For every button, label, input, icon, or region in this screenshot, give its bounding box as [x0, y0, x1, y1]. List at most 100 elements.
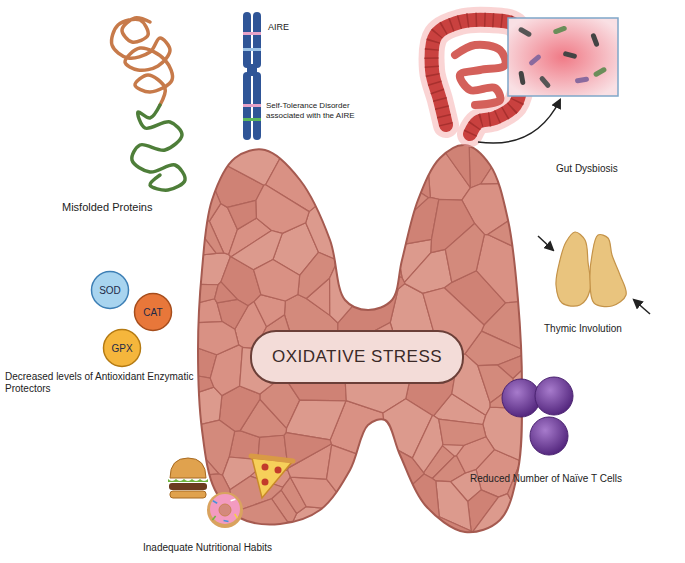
enzyme-name: CAT [143, 307, 162, 318]
thyroid-lobule [488, 203, 535, 257]
thyroid-lobule [404, 249, 451, 293]
pepperoni [275, 467, 282, 474]
thyroid-lobule [404, 130, 430, 198]
central-concept-box: OXIDATIVE STRESS [250, 330, 464, 384]
thyroid-lobule [227, 200, 256, 229]
misfolded-protein-icon [112, 18, 186, 190]
sprinkle [223, 520, 228, 522]
thyroid-lobule [412, 415, 443, 472]
t-cell [502, 379, 540, 417]
factor-label: Decreased levels of Antioxidant Enzymati… [5, 371, 200, 395]
involution-arrow [634, 300, 650, 314]
thyroid-lobule [476, 234, 535, 303]
protein-strand [112, 18, 173, 105]
factor-label: Misfolded Proteins [62, 201, 153, 214]
enzyme-circle: GPX [102, 328, 142, 368]
thyroid-lobule [185, 137, 221, 222]
donut-icing [210, 494, 240, 524]
t-cell-icon [502, 377, 573, 455]
pepperoni [262, 479, 269, 486]
bacterium [518, 26, 533, 37]
thyroid-lobule [445, 223, 484, 282]
bacterium [575, 76, 590, 83]
pizza-slice [252, 458, 292, 498]
inset-frame [508, 18, 618, 96]
t-cell [535, 377, 573, 415]
bacterium [593, 66, 608, 77]
donut [207, 492, 243, 528]
bacterium [590, 33, 599, 48]
thyroid-lobule [185, 322, 239, 355]
thyroid-lobule [254, 260, 300, 301]
thymus-lobe [556, 232, 591, 306]
chromosome-band [243, 48, 261, 51]
thyroid-lobule [185, 284, 218, 306]
centromere [247, 64, 257, 76]
chromatid [253, 12, 261, 68]
factor-label: Inadequate Nutritional Habits [143, 542, 272, 554]
enzyme-name: GPX [111, 343, 132, 354]
thyroid-lobule [439, 419, 486, 445]
concept-text: OXIDATIVE STRESS [272, 347, 442, 367]
chromosome-icon [243, 12, 261, 140]
thymus-lobe [590, 235, 626, 307]
chromatid [243, 12, 251, 68]
sprinkle [230, 498, 235, 501]
enzyme-name: SOD [99, 285, 121, 296]
thyroid-lobule [256, 185, 309, 234]
enzyme-circle: SOD [90, 270, 130, 310]
thyroid-lobule [293, 507, 346, 545]
t-cell [530, 417, 568, 455]
gene-caption: Self-Tolerance Disorder associated with … [266, 101, 378, 120]
thyroid-lobule [398, 517, 438, 545]
thyroid-lobule [508, 459, 535, 519]
thyroid-lobule [332, 130, 386, 162]
pizza-crust [251, 456, 293, 461]
thyroid-lobule [328, 162, 387, 205]
bacterium [553, 25, 568, 34]
circle-fill [104, 330, 141, 367]
sprinkle [212, 500, 217, 504]
thyroid-lobule [327, 445, 359, 498]
thyroid-lobule [346, 493, 407, 545]
burger-lettuce [168, 479, 208, 482]
factor-label: Thymic Involution [544, 323, 622, 335]
factor-label: Reduced Number of Naïve T Cells [470, 473, 622, 485]
thyroid-lobule [382, 130, 414, 181]
bacterium [518, 71, 525, 86]
bacterium [563, 51, 578, 59]
chromosome-band [243, 118, 261, 121]
gene-label: AIRE [268, 22, 289, 33]
circle-fill [92, 272, 129, 309]
burger-bun [170, 458, 206, 478]
chromosome-band [243, 104, 261, 107]
burger-bun [170, 491, 206, 498]
enzyme-circle: CAT [133, 292, 173, 332]
protein-strand [132, 105, 185, 190]
burger-patty [169, 483, 207, 490]
small-intestine [455, 45, 506, 105]
circle-fill [135, 294, 172, 331]
thyroid-lobule [215, 282, 238, 303]
donut-hole [219, 504, 231, 516]
microbiota-inset [508, 18, 618, 96]
thyroid-lobule [311, 130, 363, 189]
thyroid-lobule [442, 445, 463, 457]
thyroid-lobule [426, 517, 477, 545]
junk-food-icon [168, 456, 293, 528]
thyroid-lobule [352, 258, 405, 299]
chromosome-band [243, 32, 261, 35]
involution-arrow [538, 236, 553, 250]
sprinkle [212, 516, 216, 521]
factor-label: Gut Dysbiosis [556, 163, 618, 175]
bacterium [528, 54, 542, 67]
pepperoni [262, 464, 269, 471]
bacterium [539, 75, 552, 89]
thyroid-lobule [237, 499, 288, 545]
thyroid-lobule [347, 222, 402, 278]
thymus-icon [538, 232, 650, 314]
thyroid-lobule [472, 494, 516, 545]
sprinkle [234, 513, 238, 518]
pointer-arrow [478, 100, 560, 143]
thyroid-lobule [515, 147, 535, 185]
